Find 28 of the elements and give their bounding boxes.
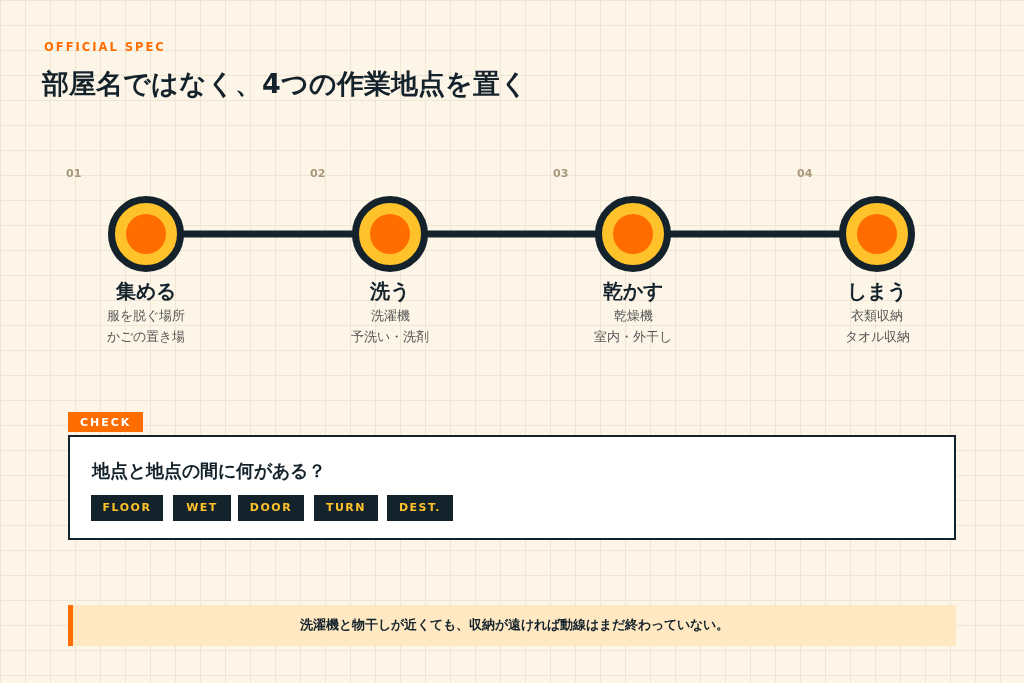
step-detail: 洗濯機 <box>369 308 411 325</box>
step-detail: 衣類収納 <box>850 308 904 325</box>
eyebrow-text: OFFICIAL SPEC <box>44 40 166 54</box>
step-heading: 洗う <box>369 278 411 305</box>
step-detail: タオル収納 <box>843 329 911 346</box>
note-text: 洗濯機と物干しが近くても、収納が遠ければ動線はまだ終わっていない。 <box>299 617 730 634</box>
step-heading: 集める <box>115 278 177 305</box>
step-heading: 乾かす <box>602 278 664 305</box>
step-number: 01 <box>66 167 82 180</box>
step-detail: 服を脱ぐ場所 <box>106 308 186 325</box>
note-banner <box>68 605 956 646</box>
tag-label: DEST. <box>387 495 453 521</box>
step-number: 04 <box>797 167 813 180</box>
step-heading: しまう <box>846 278 908 305</box>
tag-label: WET <box>173 495 231 521</box>
tag-label: DOOR <box>238 495 304 521</box>
title: 部屋名ではなく、4つの作業地点を置く <box>42 67 528 101</box>
step-detail: 室内・外干し <box>593 329 673 346</box>
check-tag: CHECK <box>68 412 144 432</box>
step-detail: 予洗い・洗剤 <box>350 329 430 346</box>
check-card <box>68 435 956 540</box>
tag-label: TURN <box>314 495 378 521</box>
tag-label: FLOOR <box>91 495 163 521</box>
step-number: 02 <box>310 167 326 180</box>
step-number: 03 <box>553 167 569 180</box>
step-detail: 乾燥機 <box>612 308 654 325</box>
step-detail: かごの置き場 <box>106 329 186 346</box>
question-text: 地点と地点の間に何がある？ <box>92 459 326 483</box>
